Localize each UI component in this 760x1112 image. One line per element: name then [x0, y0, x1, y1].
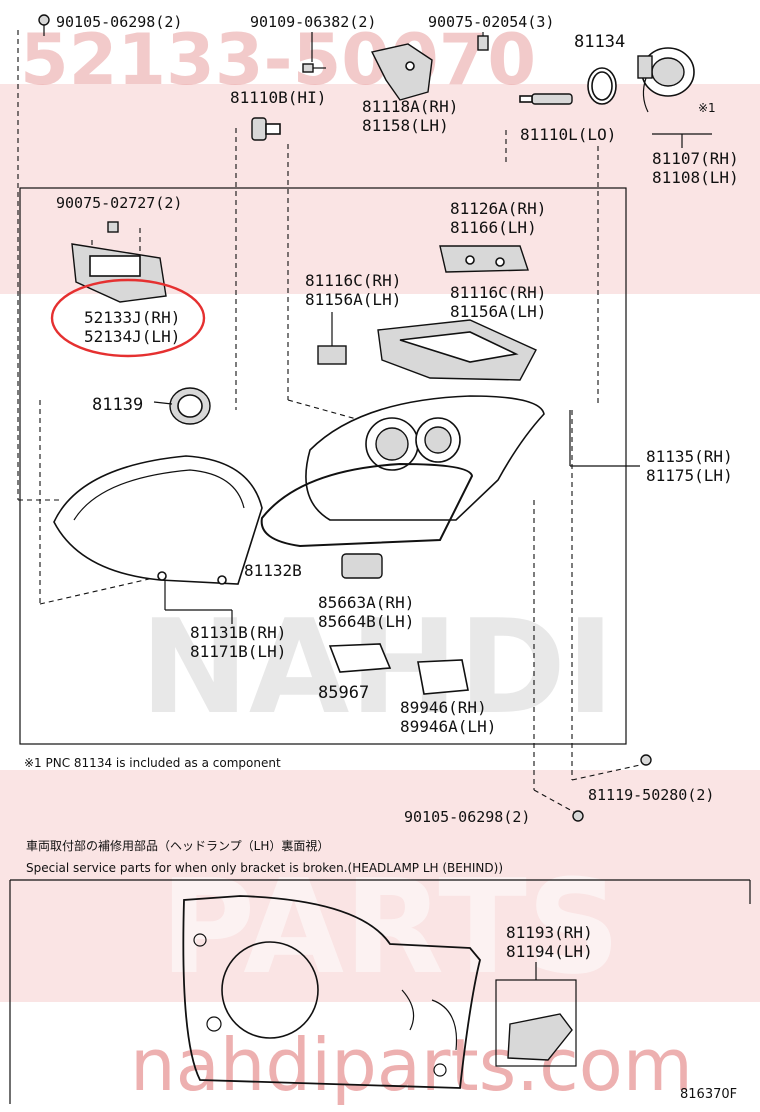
callout-label: 90109-06382(2) [250, 13, 376, 31]
bracket-icon [377, 319, 537, 381]
ecu-icon [328, 643, 392, 673]
callout-label: 81171B(LH) [190, 642, 286, 661]
clip-icon [477, 35, 489, 51]
headlamp-housing-icon [53, 455, 263, 585]
callout-label: 90105-06298(2) [56, 13, 182, 31]
callout-label: 85663A(RH) [318, 593, 414, 612]
leader-line [533, 789, 575, 813]
socket-icon [169, 387, 211, 425]
callout-label: 81193(RH) [506, 923, 593, 942]
callout-label: 81116C(RH) [305, 271, 401, 290]
service-note-jp: 車両取付部の補修用部品（ヘッドランプ（LH）裏面視） [26, 838, 329, 853]
callout-mark: ※1 [698, 101, 716, 115]
callout-label: 81175(LH) [646, 466, 733, 485]
callout-label: 81119-50280(2) [588, 786, 714, 804]
bracket-icon [370, 43, 433, 101]
callout-label: 52133J(RH) [84, 308, 180, 327]
callout-label: 89946A(LH) [400, 717, 496, 736]
callout-label: 81156A(LH) [450, 302, 546, 321]
callout-label: 81126A(RH) [450, 199, 546, 218]
callout-label: 81135(RH) [646, 447, 733, 466]
service-note-en: Special service parts for when only brac… [26, 861, 503, 875]
clip-icon [107, 221, 119, 233]
headlamp-rear-view-icon [182, 895, 481, 1089]
callout-label: 90075-02727(2) [56, 194, 182, 212]
callout-label: 85967 [318, 683, 369, 703]
callout-label: 90075-02054(3) [428, 13, 554, 31]
watermark-band-text: PARTS [160, 851, 621, 1003]
watermark-part-number: 52133-50070 [20, 19, 536, 101]
module-icon [341, 553, 383, 579]
callout-label: 81139 [92, 395, 143, 415]
callout-label: 81166(LH) [450, 218, 537, 237]
leader-line [287, 399, 361, 421]
callout-label: 81156A(LH) [305, 290, 401, 309]
bracket-icon [71, 243, 167, 303]
leader-line [153, 401, 173, 405]
adjuster-icon [317, 345, 347, 365]
callout-label: 81107(RH) [652, 149, 739, 168]
bolt-icon [38, 14, 50, 36]
footnote: ※1 PNC 81134 is included as a component [24, 756, 281, 770]
watermark-url: nahdiparts.com [130, 1023, 693, 1107]
bracket-icon [439, 245, 529, 273]
headlamp-assembly-icon [305, 395, 545, 521]
callout-label: 81132B [244, 561, 302, 580]
callout-label: 90105-06298(2) [404, 808, 530, 826]
bolt-icon [640, 754, 652, 766]
bolt-icon [572, 810, 584, 822]
screw-icon [302, 63, 326, 73]
bulb-icon [519, 93, 573, 105]
callout-label: 81158(LH) [362, 116, 449, 135]
callout-label: 81131B(RH) [190, 623, 286, 642]
callout-label: 52134J(LH) [84, 327, 180, 346]
callout-label: 81116C(RH) [450, 283, 546, 302]
bracket-repair-part-icon [507, 1013, 573, 1061]
seal-ring-icon [587, 67, 617, 105]
ecu-icon [417, 659, 469, 695]
callout-label: 81194(LH) [506, 942, 593, 961]
leader-line [571, 764, 641, 781]
ballast-icon [637, 47, 695, 113]
callout-label: 81110L(LO) [520, 125, 616, 144]
watermark-band-bottom [0, 770, 760, 1002]
diagram-code: 816370F [680, 1087, 737, 1102]
callout-label: 89946(RH) [400, 698, 487, 717]
bulb-icon [251, 117, 281, 141]
highlight-ellipse [50, 278, 206, 358]
callout-label: 81110B(HI) [230, 88, 326, 107]
gasket-icon [260, 462, 474, 548]
callout-label: 81134 [574, 32, 625, 52]
watermark-layer: 52133-50070 NAHDI PARTS nahdiparts.com [0, 19, 760, 1107]
callout-label: 81118A(RH) [362, 97, 458, 116]
callout-label: 85664B(LH) [318, 612, 414, 631]
callout-label: 81108(LH) [652, 168, 739, 187]
